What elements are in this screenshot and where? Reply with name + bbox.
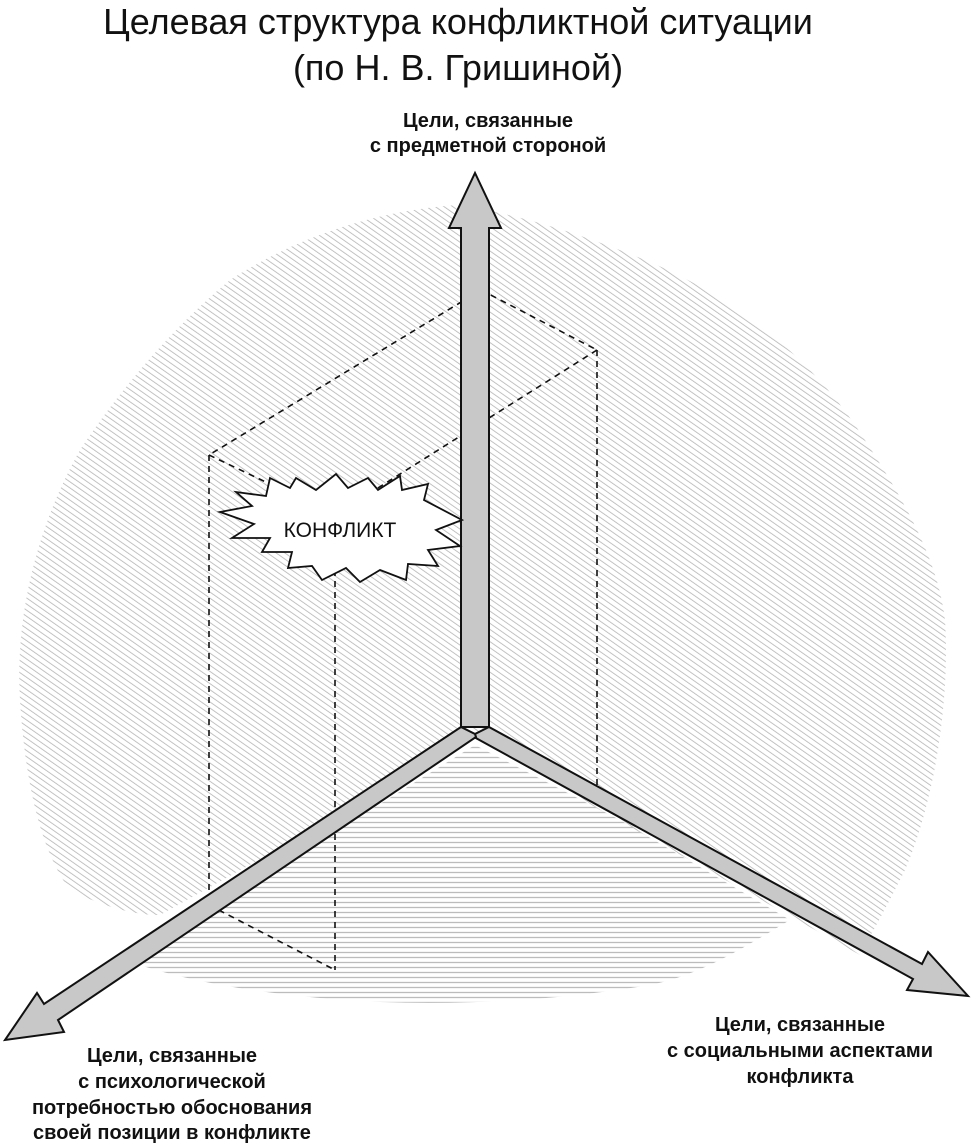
axis-label-left-line2: с психологической [78,1071,266,1093]
axis-arrow-left [2,725,478,1042]
axis-arrow-top [447,170,503,728]
axis-label-left-line3: потребностью обоснования [32,1097,312,1119]
axis-label-left: Цели, связанные с психологической потреб… [32,1045,312,1144]
axis-label-left-line4: своей позиции в конфликте [33,1122,311,1144]
axis-label-right-line3: конфликта [747,1066,855,1088]
bottom-hatched-area [125,745,790,1003]
axes [2,170,971,1042]
conflict-burst-shape [216,472,465,584]
conflict-burst: КОНФЛИКТ [216,472,465,584]
diagram-title-line1: Целевая структура конфликтной ситуации [103,1,813,42]
axis-label-right: Цели, связанные с социальными аспектами … [667,1014,933,1088]
axis-label-top-line2: с предметной стороной [370,135,606,157]
diagram-title-line2: (по Н. В. Гришиной) [293,47,623,88]
axis-label-right-line1: Цели, связанные [715,1014,885,1036]
axis-label-left-line1: Цели, связанные [87,1045,257,1067]
axis-label-right-line2: с социальными аспектами [667,1040,933,1062]
conflict-label: КОНФЛИКТ [284,519,397,542]
axis-label-top: Цели, связанные с предметной стороной [370,110,606,157]
axis-label-top-line1: Цели, связанные [403,110,573,132]
